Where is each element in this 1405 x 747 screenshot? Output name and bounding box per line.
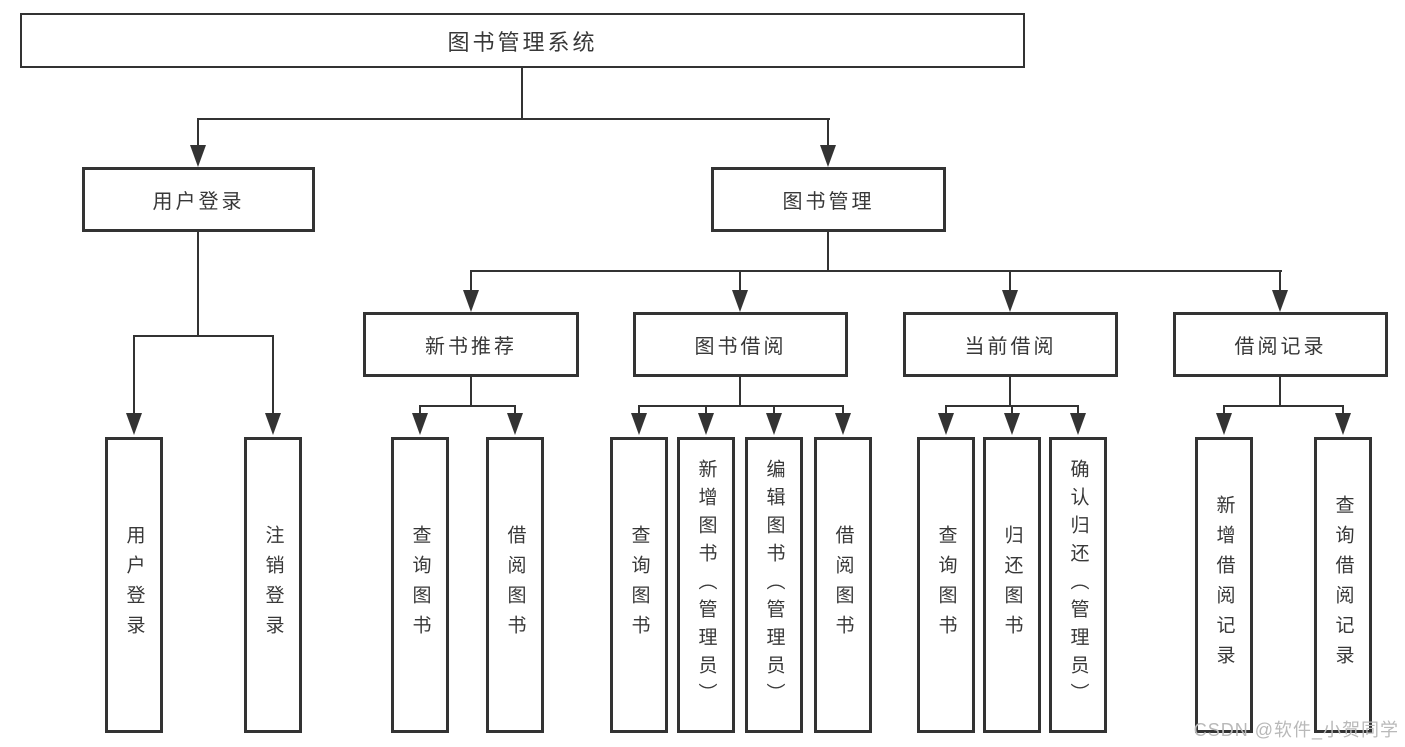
leaf-cb-query-books: 查询图书 bbox=[917, 437, 975, 733]
arrowhead-nbr-borrow bbox=[507, 413, 523, 435]
leaf-logout-login: 注销登录 bbox=[244, 437, 302, 733]
connector-drop-book-management bbox=[827, 118, 829, 147]
node-user-login: 用户登录 bbox=[82, 167, 315, 232]
leaf-cb-return-books: 归还图书 bbox=[983, 437, 1041, 733]
arrowhead-new-book-recommend bbox=[463, 290, 479, 312]
connector-drop-cb-query bbox=[945, 405, 947, 415]
arrowhead-cb-confirm bbox=[1070, 413, 1086, 435]
connector-bb-hline bbox=[638, 405, 844, 407]
node-book-borrow: 图书借阅 bbox=[633, 312, 848, 377]
connector-drop-nbr-borrow bbox=[514, 405, 516, 415]
arrowhead-book-management bbox=[820, 145, 836, 167]
arrowhead-bb-edit bbox=[766, 413, 782, 435]
arrowhead-bb-borrow bbox=[835, 413, 851, 435]
connector-drop-current-borrow bbox=[1009, 270, 1011, 292]
leaf-br-add-record: 新增借阅记录 bbox=[1195, 437, 1253, 733]
connector-drop-br-add bbox=[1223, 405, 1225, 415]
connector-book-management-hline bbox=[470, 270, 1282, 272]
arrowhead-bb-query bbox=[631, 413, 647, 435]
arrowhead-current-borrow bbox=[1002, 290, 1018, 312]
arrowhead-br-query bbox=[1335, 413, 1351, 435]
arrowhead-bb-add bbox=[698, 413, 714, 435]
connector-drop-bb-query bbox=[638, 405, 640, 415]
connector-user-login-hline bbox=[133, 335, 274, 337]
connector-drop-leaf-logout bbox=[272, 335, 274, 415]
arrowhead-cb-return bbox=[1004, 413, 1020, 435]
leaf-bb-edit-books-admin: 编辑图书（管理员） bbox=[745, 437, 803, 733]
connector-drop-bb-add bbox=[705, 405, 707, 415]
leaf-user-login: 用户登录 bbox=[105, 437, 163, 733]
node-root: 图书管理系统 bbox=[20, 13, 1025, 68]
connector-drop-cb-confirm bbox=[1077, 405, 1079, 415]
leaf-bb-query-books: 查询图书 bbox=[610, 437, 668, 733]
connector-drop-book-borrow bbox=[739, 270, 741, 292]
arrowhead-leaf-user-login bbox=[126, 413, 142, 435]
connector-drop-leaf-user-login bbox=[133, 335, 135, 415]
connector-cb-stem bbox=[1009, 377, 1011, 407]
arrowhead-user-login bbox=[190, 145, 206, 167]
connector-root-stem bbox=[521, 68, 523, 119]
leaf-bb-add-books-admin: 新增图书（管理员） bbox=[677, 437, 735, 733]
csdn-watermark: CSDN @软件_小贺同学 bbox=[1193, 720, 1399, 740]
connector-nbr-hline bbox=[419, 405, 516, 407]
connector-drop-new-book-recommend bbox=[470, 270, 472, 292]
connector-drop-bb-edit bbox=[773, 405, 775, 415]
arrowhead-book-borrow bbox=[732, 290, 748, 312]
node-borrow-records: 借阅记录 bbox=[1173, 312, 1388, 377]
leaf-nbr-borrow-books: 借阅图书 bbox=[486, 437, 544, 733]
arrowhead-cb-query bbox=[938, 413, 954, 435]
connector-book-management-stem bbox=[827, 232, 829, 272]
leaf-br-query-record: 查询借阅记录 bbox=[1314, 437, 1372, 733]
leaf-bb-borrow-books: 借阅图书 bbox=[814, 437, 872, 733]
connector-drop-user-login bbox=[197, 118, 199, 147]
arrowhead-br-add bbox=[1216, 413, 1232, 435]
connector-drop-cb-return bbox=[1011, 405, 1013, 415]
arrowhead-borrow-records bbox=[1272, 290, 1288, 312]
node-current-borrow: 当前借阅 bbox=[903, 312, 1118, 377]
connector-drop-nbr-query bbox=[419, 405, 421, 415]
connector-br-stem bbox=[1279, 377, 1281, 407]
node-new-book-recommend: 新书推荐 bbox=[363, 312, 579, 377]
connector-nbr-stem bbox=[470, 377, 472, 407]
connector-root-hline bbox=[197, 118, 830, 120]
connector-bb-stem bbox=[739, 377, 741, 407]
connector-drop-br-query bbox=[1342, 405, 1344, 415]
connector-drop-borrow-records bbox=[1279, 270, 1281, 292]
arrowhead-nbr-query bbox=[412, 413, 428, 435]
connector-drop-bb-borrow bbox=[842, 405, 844, 415]
connector-br-hline bbox=[1223, 405, 1344, 407]
leaf-cb-confirm-return-admin: 确认归还（管理员） bbox=[1049, 437, 1107, 733]
node-book-management: 图书管理 bbox=[711, 167, 946, 232]
connector-user-login-stem bbox=[197, 232, 199, 337]
leaf-nbr-query-books: 查询图书 bbox=[391, 437, 449, 733]
arrowhead-leaf-logout bbox=[265, 413, 281, 435]
